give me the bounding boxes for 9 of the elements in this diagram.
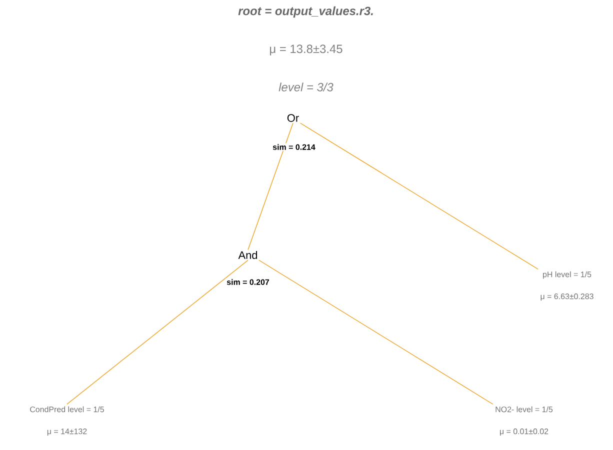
level-label: level = 3/3 (278, 82, 334, 92)
title: root = output_values.r3. (238, 6, 373, 18)
connector-line (300, 122, 538, 270)
operator-label: And (238, 250, 258, 260)
operator-label: Or (287, 114, 299, 122)
connector-line (66, 260, 248, 405)
mean-label: μ = 13.8±3.45 (270, 44, 342, 56)
connector-line (248, 122, 294, 250)
connector-line (258, 260, 494, 405)
